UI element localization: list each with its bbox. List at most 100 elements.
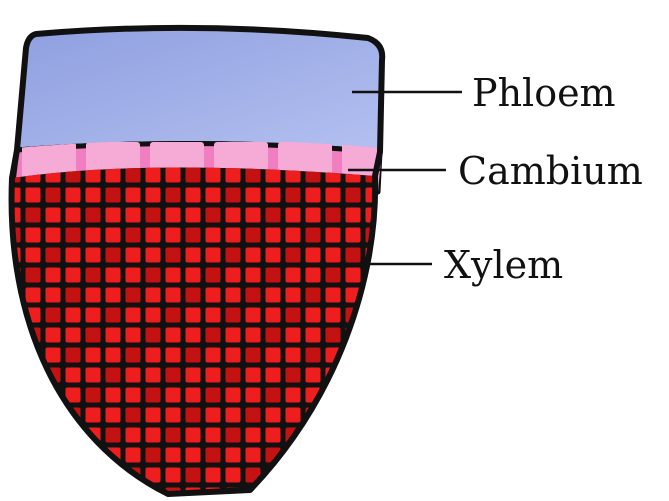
xylem-vessel-cell <box>126 188 141 203</box>
xylem-vessel-cell <box>46 188 61 203</box>
xylem-vessel-cell <box>286 348 301 363</box>
xylem-vessel-cell <box>66 368 81 383</box>
xylem-vessel-cell <box>26 188 41 203</box>
xylem-vessel-cell <box>26 408 41 423</box>
xylem-vessel-cell <box>146 188 161 203</box>
xylem-vessel-cell <box>106 428 121 443</box>
xylem-vessel-cell <box>306 468 321 483</box>
xylem-vessel-cell <box>286 288 301 303</box>
xylem-vessel-cell <box>326 188 341 203</box>
xylem-vessel-cell <box>86 468 101 483</box>
xylem-vessel-cell <box>146 168 161 183</box>
xylem-vessel-cell <box>26 388 41 403</box>
xylem-vessel-cell <box>26 368 41 383</box>
xylem-vessel-cell <box>126 428 141 443</box>
xylem-vessel-cell <box>366 488 381 501</box>
xylem-vessel-cell <box>286 268 301 283</box>
xylem-vessel-cell <box>26 448 41 463</box>
xylem-vessel-cell <box>126 208 141 223</box>
xylem-vessel-cell <box>106 408 121 423</box>
xylem-vessel-cell <box>66 428 81 443</box>
xylem-vessel-cell <box>166 168 181 183</box>
xylem-vessel-cell <box>326 248 341 263</box>
xylem-vessel-cell <box>186 448 201 463</box>
xylem-vessel-cell <box>326 328 341 343</box>
xylem-vessel-cell <box>66 348 81 363</box>
xylem-vessel-cell <box>86 208 101 223</box>
xylem-vessel-cell <box>126 388 141 403</box>
xylem-vessel-cell <box>166 368 181 383</box>
xylem-vessel-cell <box>106 268 121 283</box>
xylem-vessel-cell <box>106 248 121 263</box>
xylem-vessel-cell <box>226 348 241 363</box>
xylem-vessel-cell <box>286 328 301 343</box>
xylem-vessel-cell <box>286 248 301 263</box>
xylem-vessel-cell <box>286 488 301 501</box>
xylem-vessel-cell <box>266 228 281 243</box>
xylem-vessel-cell <box>126 248 141 263</box>
xylem-vessel-cell <box>146 348 161 363</box>
xylem-vessel-cell <box>106 388 121 403</box>
xylem-vessel-cell <box>206 168 221 183</box>
xylem-vessel-cell <box>346 228 361 243</box>
xylem-vessel-cell <box>86 188 101 203</box>
xylem-vessel-cell <box>186 408 201 423</box>
xylem-vessel-cell <box>246 328 261 343</box>
xylem-vessel-cell <box>186 468 201 483</box>
xylem-vessel-cell <box>246 448 261 463</box>
xylem-vessel-cell <box>366 308 381 323</box>
xylem-vessel-cell <box>86 288 101 303</box>
xylem-vessel-cell <box>166 188 181 203</box>
xylem-vessel-cell <box>86 388 101 403</box>
xylem-vessel-cell <box>226 248 241 263</box>
xylem-vessel-cell <box>246 388 261 403</box>
xylem-vessel-cell <box>146 388 161 403</box>
xylem-vessel-cell <box>306 368 321 383</box>
xylem-vessel-cell <box>346 268 361 283</box>
xylem-vessel-cell <box>106 188 121 203</box>
xylem-vessel-cell <box>186 428 201 443</box>
xylem-vessel-cell <box>86 448 101 463</box>
xylem-vessel-cell <box>326 428 341 443</box>
xylem-vessel-cell <box>146 248 161 263</box>
xylem-vessel-cell <box>306 188 321 203</box>
xylem-vessel-cell <box>266 368 281 383</box>
xylem-vessel-cell <box>126 328 141 343</box>
xylem-vessel-cell <box>166 228 181 243</box>
xylem-vessel-cell <box>306 428 321 443</box>
xylem-vessel-cell <box>146 368 161 383</box>
xylem-vessel-cell <box>86 228 101 243</box>
xylem-vessel-cell <box>26 248 41 263</box>
xylem-vessel-cell <box>166 348 181 363</box>
xylem-vessel-cell <box>86 488 101 501</box>
xylem-vessel-cell <box>226 168 241 183</box>
xylem-vessel-cell <box>326 408 341 423</box>
xylem-vessel-cell <box>146 208 161 223</box>
xylem-vessel-cell <box>286 228 301 243</box>
xylem-vessel-cell <box>286 388 301 403</box>
xylem-vessel-cell <box>206 468 221 483</box>
xylem-vessel-cell <box>206 308 221 323</box>
xylem-vessel-cell <box>226 408 241 423</box>
xylem-vessel-cell <box>326 268 341 283</box>
xylem-vessel-cell <box>346 208 361 223</box>
xylem-vessel-cell <box>226 208 241 223</box>
xylem-vessel-cell <box>106 488 121 501</box>
xylem-vessel-cell <box>66 448 81 463</box>
xylem-vessel-cell <box>206 248 221 263</box>
xylem-vessel-cell <box>126 168 141 183</box>
xylem-vessel-cell <box>246 248 261 263</box>
xylem-vessel-cell <box>306 268 321 283</box>
xylem-vessel-cell <box>346 188 361 203</box>
xylem-vessel-cell <box>266 388 281 403</box>
xylem-vessel-cell <box>326 208 341 223</box>
phloem-label: Phloem <box>472 71 616 115</box>
xylem-vessel-cell <box>206 328 221 343</box>
xylem-vessel-cell <box>326 448 341 463</box>
xylem-vessel-cell <box>206 208 221 223</box>
xylem-vessel-cell <box>126 368 141 383</box>
xylem-vessel-cell <box>186 348 201 363</box>
xylem-vessel-cell <box>166 428 181 443</box>
xylem-vessel-cell <box>326 228 341 243</box>
